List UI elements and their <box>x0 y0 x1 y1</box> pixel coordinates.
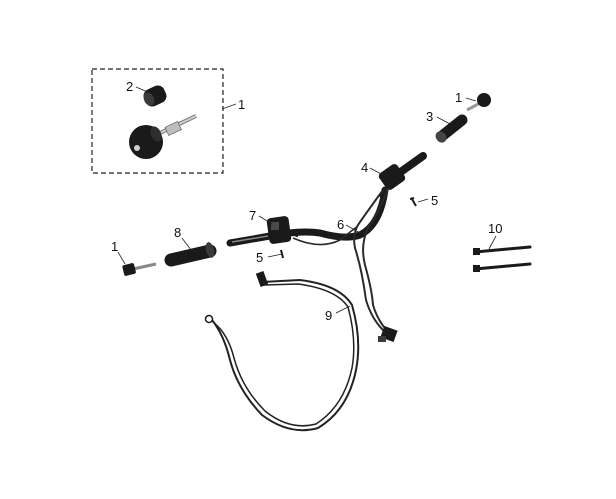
callout-6: 6 <box>337 217 344 232</box>
right-grip-part <box>435 114 468 143</box>
leader-line <box>135 86 151 94</box>
detail-box <box>91 68 224 174</box>
leader-line <box>221 103 237 110</box>
leader-line <box>436 116 451 125</box>
handlebar-wiring <box>292 187 398 343</box>
leader-line <box>417 198 429 203</box>
callout-1-left: 1 <box>111 239 118 254</box>
cable-loop-part <box>204 271 360 432</box>
bar-end-weight-part <box>143 85 167 107</box>
left-bar-end <box>122 262 157 276</box>
leader-line <box>181 237 192 251</box>
right-bar-end-cap <box>466 93 491 112</box>
callout-7: 7 <box>249 208 256 223</box>
bar-end-knob-assembly <box>129 114 197 159</box>
cable-ties-part <box>473 245 532 272</box>
leader-line <box>369 167 386 177</box>
leader-line <box>335 305 351 314</box>
small-screw-right <box>409 197 417 207</box>
callout-1-box: 1 <box>238 97 245 112</box>
callout-3: 3 <box>426 109 433 124</box>
callout-5-left: 5 <box>256 250 263 265</box>
leader-line <box>258 215 273 225</box>
leader-line <box>465 97 477 102</box>
leader-line <box>267 253 283 258</box>
callout-10: 10 <box>488 221 502 236</box>
callout-1-right: 1 <box>455 90 462 105</box>
leader-line <box>488 235 497 250</box>
callout-9: 9 <box>325 308 332 323</box>
leader-line <box>117 251 126 265</box>
callout-2: 2 <box>126 79 133 94</box>
callout-5-right: 5 <box>431 193 438 208</box>
left-grip-part <box>164 242 217 267</box>
callout-4: 4 <box>361 160 368 175</box>
left-switch-housing <box>266 216 299 244</box>
callout-8: 8 <box>174 225 181 240</box>
leader-line <box>345 224 361 234</box>
